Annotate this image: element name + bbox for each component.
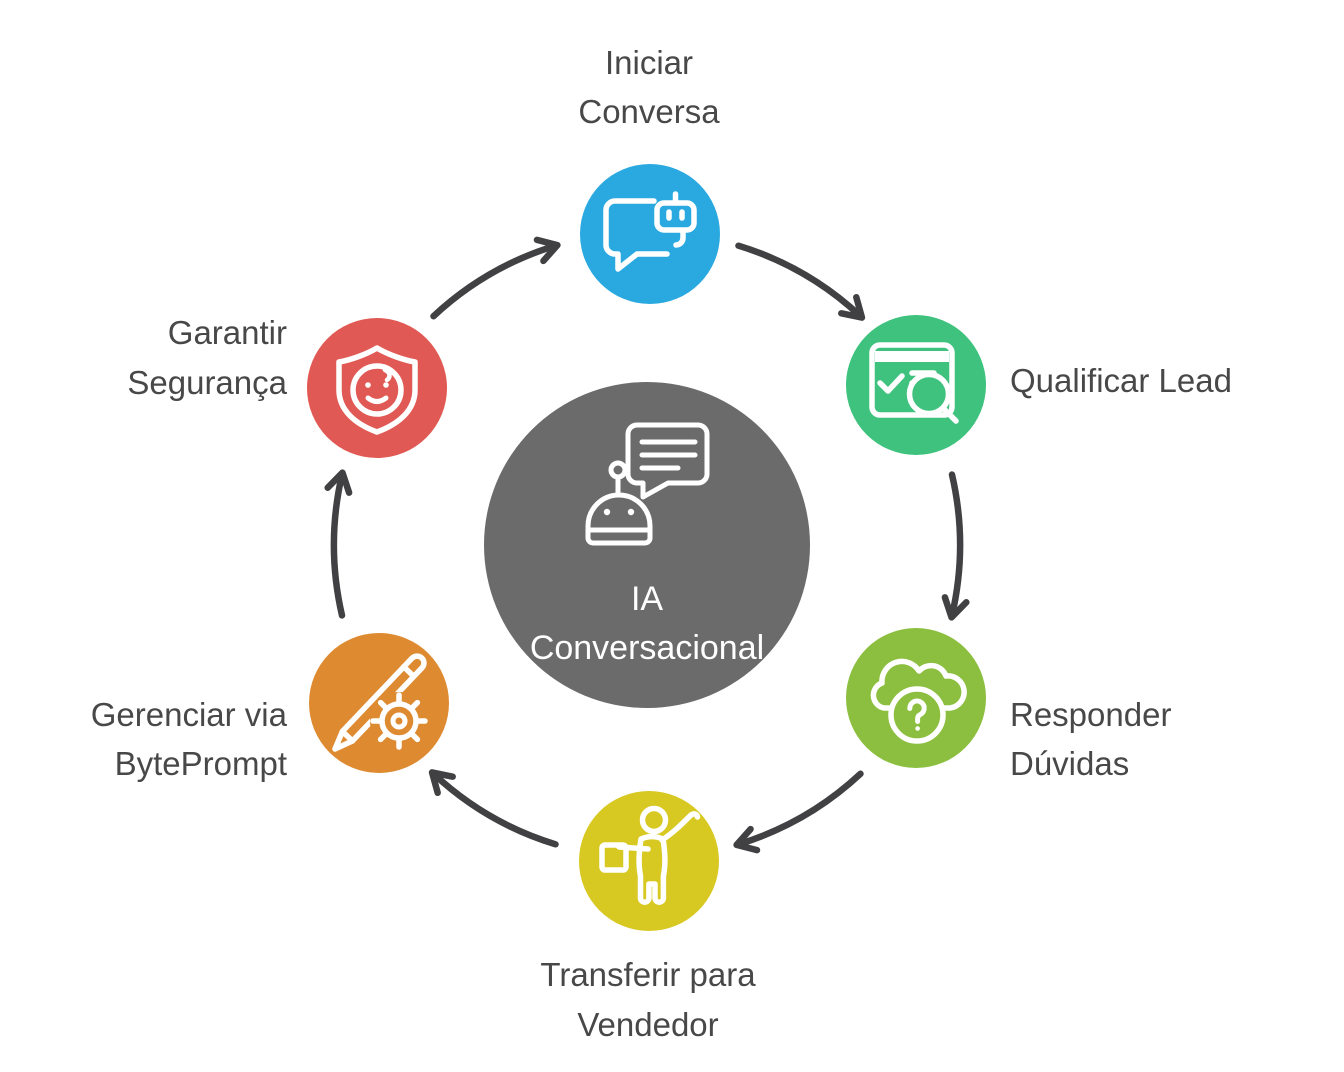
label-line: BytePrompt [114,745,287,782]
robot-chat-icon [585,422,710,546]
label-line: Conversa [578,93,720,130]
node-transferir-vendedor [579,791,719,931]
label-qualificar-lead: Qualificar Lead [1010,356,1340,405]
arrow-iniciar-to-qualificar [735,242,866,321]
label-responder-duvidas: Responder Dúvidas [1010,690,1340,788]
arrow-gerenciar-to-garantir [324,469,353,619]
node-qualificar-lead [846,315,986,455]
arrow-qualificar-to-responder [941,471,970,621]
label-line: Responder [1010,696,1172,733]
label-line: Gerenciar via [90,696,287,733]
arrow-responder-to-transferir [733,770,864,854]
label-line: Iniciar [604,44,694,81]
node-garantir-seguranca [307,318,447,458]
node-iniciar-conversa [580,164,720,304]
browser-check-search-icon [869,342,959,424]
cloud-question-icon [870,658,967,744]
label-line: Conversacional [529,629,765,667]
label-line: Dúvidas [1010,745,1130,782]
label-iniciar-conversa: Iniciar Conversa [399,38,899,136]
flow-arrows [324,236,970,854]
label-gerenciar-byteprompt: Gerenciar via BytePrompt [0,690,287,788]
label-line: Vendedor [577,1006,719,1043]
pencil-gear-icon [332,653,428,752]
node-circle [580,164,720,304]
label-line: Transferir para [540,956,756,993]
label-line: Qualificar Lead [1010,362,1232,399]
person-briefcase-icon [599,805,701,905]
node-ia-conversacional [484,382,810,708]
label-line: IA [630,580,664,618]
node-circle [307,318,447,458]
node-responder-duvidas [846,628,986,768]
arrow-garantir-to-iniciar [430,236,561,320]
label-line: Segurança [127,364,287,401]
center-label: IA Conversacional [447,575,847,673]
node-gerenciar-byteprompt [309,633,449,773]
node-circle [579,791,719,931]
label-transferir-vendedor: Transferir para Vendedor [398,950,898,1050]
label-garantir-seguranca: Garantir Segurança [0,308,287,408]
label-line: Garantir [167,314,287,351]
chat-bot-icon [603,191,697,272]
arrow-transferir-to-gerenciar [428,769,559,848]
shield-face-icon [336,345,418,435]
